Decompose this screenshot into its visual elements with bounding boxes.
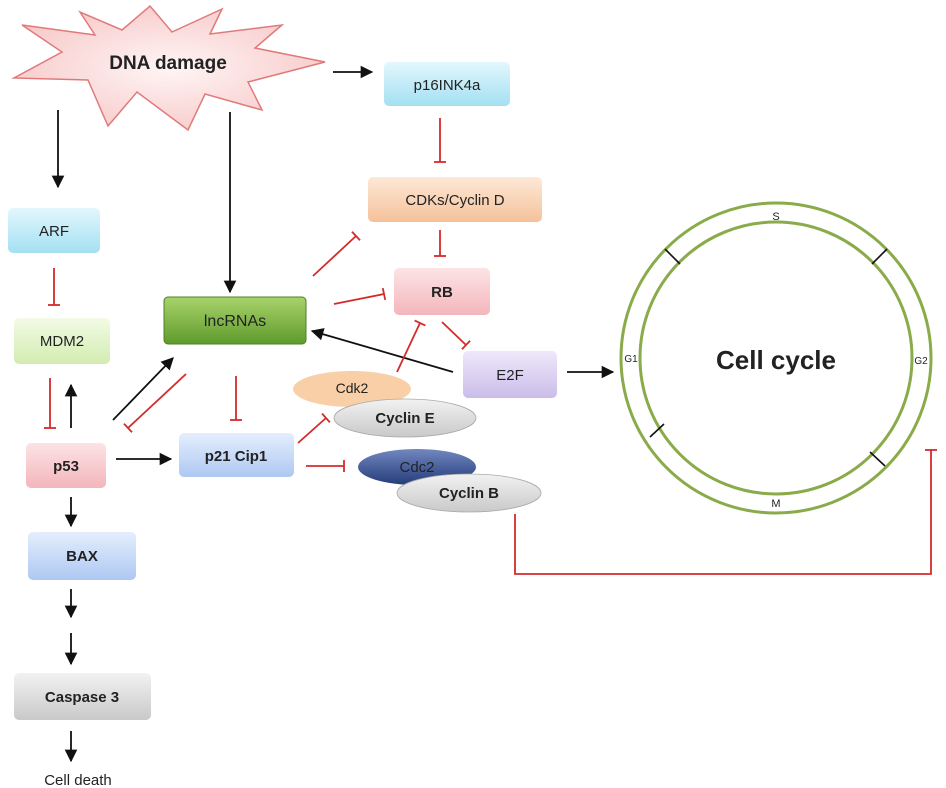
e2f-node: E2F: [463, 351, 557, 398]
cell-death-label: Cell death: [44, 772, 112, 788]
p53-node: p53: [26, 443, 106, 488]
cyclin-b-node: Cyclin B: [396, 473, 542, 513]
inhibit-cyclin-e-rb: [396, 319, 426, 373]
inner-ring: [638, 220, 914, 496]
bax-node: BAX: [28, 532, 136, 580]
inhibit-rb-e2f: [441, 321, 471, 350]
cdks-cyclin-d-node: CDKs/Cyclin D: [368, 177, 542, 222]
p21-label: p21 Cip1: [205, 448, 268, 465]
lncrnas-label: lncRNAs: [204, 313, 266, 330]
cyclin-e-node: Cyclin E: [333, 398, 477, 438]
cyclin-e-label: Cyclin E: [375, 410, 434, 427]
mdm2-node: MDM2: [14, 318, 110, 364]
p16-node: p16INK4a: [384, 62, 510, 106]
phase-s-label: S: [772, 211, 779, 223]
phase-m-label: M: [771, 498, 780, 510]
caspase3-label: Caspase 3: [45, 689, 119, 706]
inhibit-cyclin-b-cellcycle: [514, 449, 937, 575]
outer-ring: [619, 201, 933, 515]
cdk2-label: Cdk2: [336, 380, 369, 396]
cell-cycle: Cell cycle S G1 G2 M: [619, 201, 933, 515]
e2f-label: E2F: [496, 367, 524, 384]
lncrnas-node: lncRNAs: [163, 296, 307, 345]
activation-arrows: [51, 65, 615, 763]
bax-label: BAX: [66, 548, 98, 565]
inhibition-arrows: [44, 118, 937, 575]
dna-damage-node: DNA damage: [11, 4, 326, 132]
phase-boundary-ticks: [649, 248, 888, 467]
arf-label: ARF: [39, 223, 69, 240]
burst-shape: [11, 4, 326, 132]
arrow-p53-to-lncrnas: [112, 357, 174, 421]
arrow-e2f-to-lncrnas: [310, 328, 454, 373]
inhibit-lncrnas-p53: [123, 373, 187, 434]
cyclin-b-label: Cyclin B: [439, 485, 499, 502]
p53-label: p53: [53, 458, 79, 475]
inhibit-lncrnas-rb: [333, 287, 387, 305]
p21-node: p21 Cip1: [179, 433, 294, 477]
caspase3-node: Caspase 3: [14, 673, 151, 720]
rb-node: RB: [394, 268, 490, 315]
phase-g1-label: G1: [624, 354, 638, 365]
inhibit-lncrnas-cdks: [312, 230, 361, 277]
cdk2-node: Cdk2: [293, 371, 411, 407]
cell-cycle-title: Cell cycle: [716, 345, 836, 375]
dna-damage-label: DNA damage: [109, 53, 227, 74]
p16-label: p16INK4a: [414, 77, 481, 94]
phase-g2-label: G2: [914, 356, 928, 367]
inhibit-p21-cyclin-e: [297, 412, 331, 444]
cdks-cyclin-d-label: CDKs/Cyclin D: [405, 192, 504, 209]
rb-label: RB: [431, 284, 453, 301]
mdm2-label: MDM2: [40, 333, 84, 350]
arf-node: ARF: [8, 208, 100, 253]
cdc2-label: Cdc2: [399, 459, 434, 476]
